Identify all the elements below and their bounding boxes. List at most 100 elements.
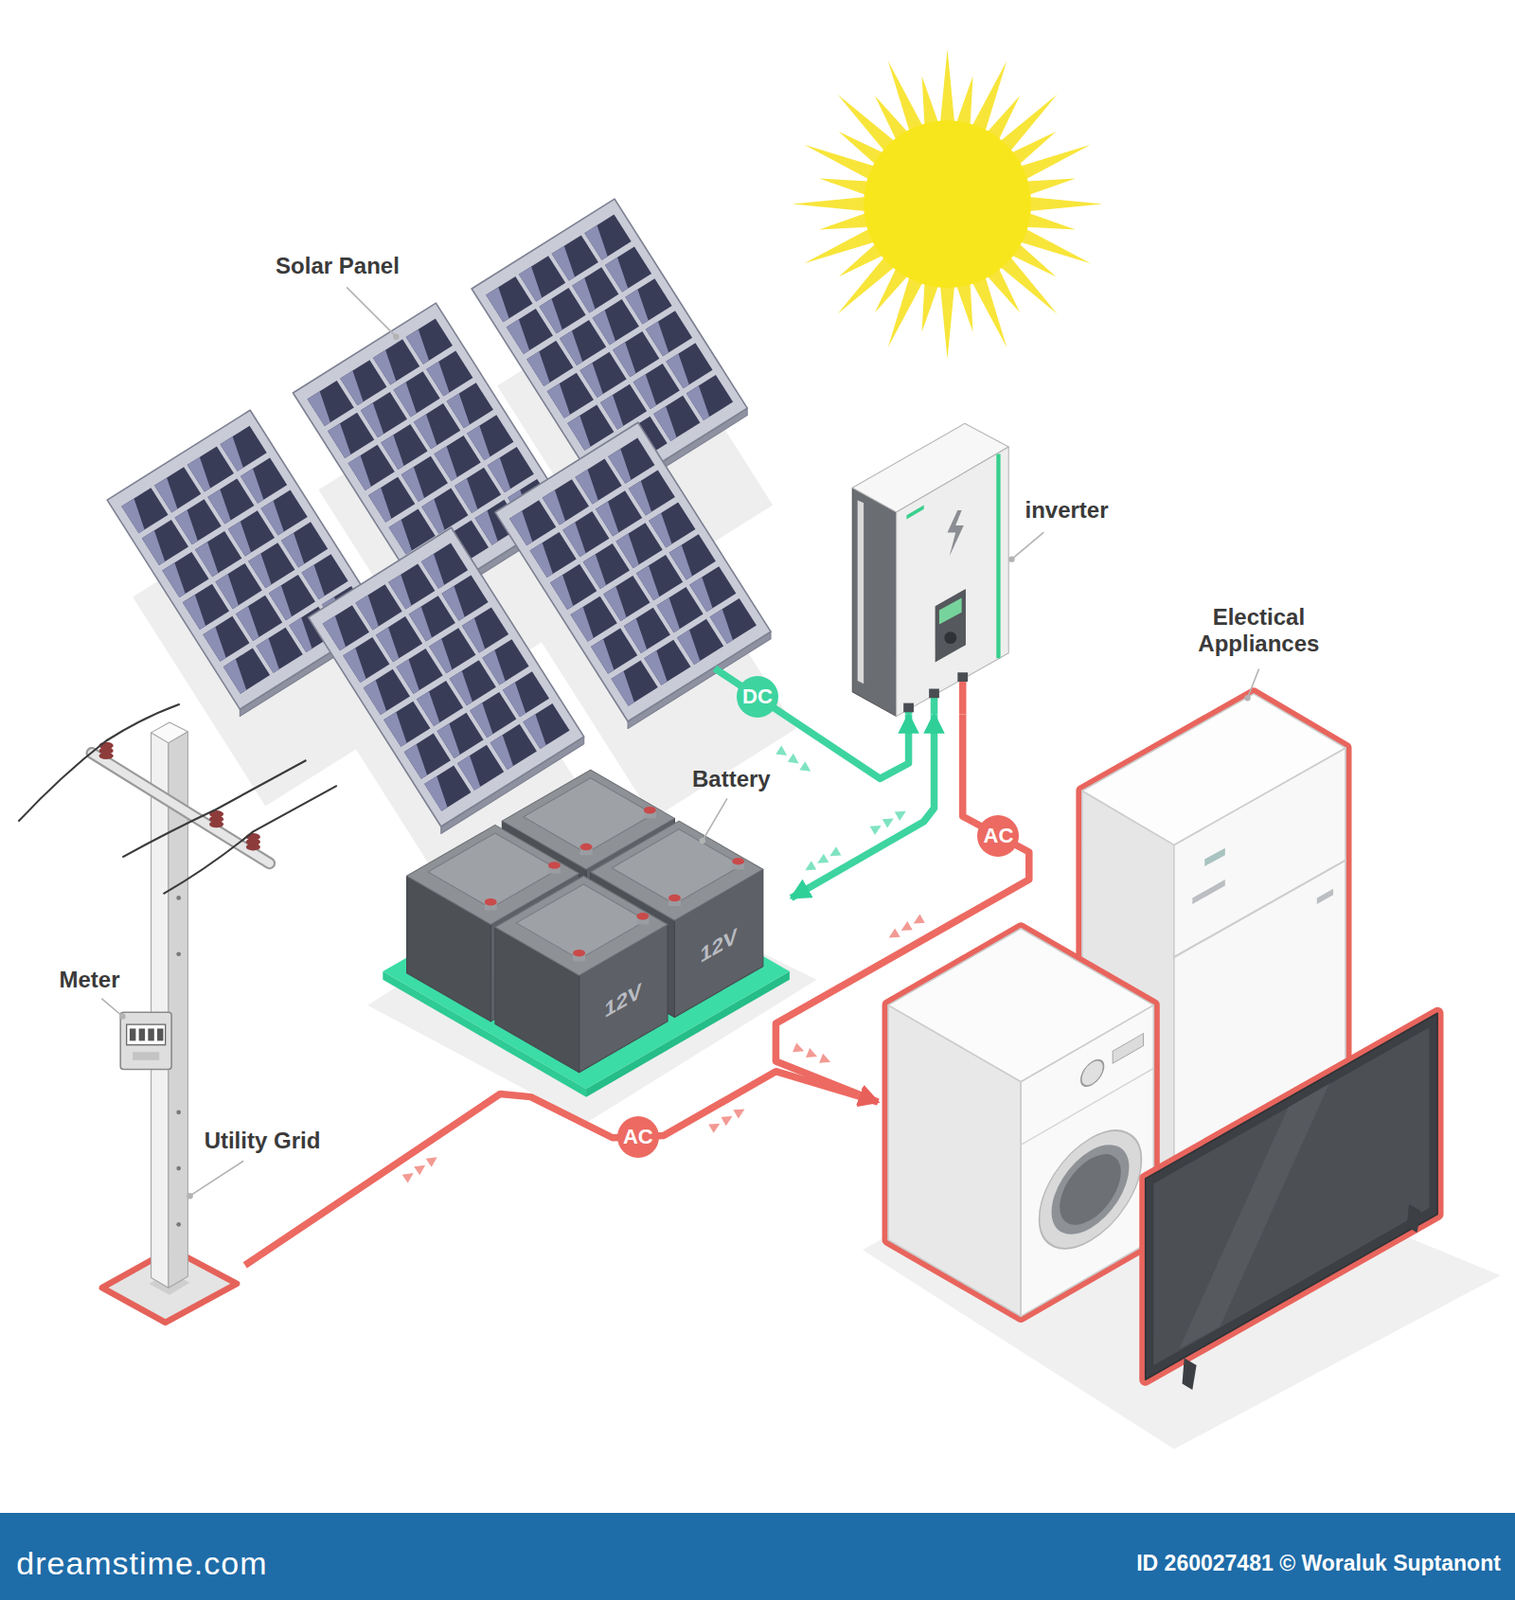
sun <box>940 281 956 359</box>
solar-panel-array <box>570 606 593 642</box>
solar-panel-array <box>424 776 447 812</box>
electric-meter <box>139 1028 145 1041</box>
sun <box>940 49 956 127</box>
solar-panel-array <box>592 310 616 346</box>
solar-panel-array <box>653 406 677 442</box>
component-label: Battery <box>692 766 771 793</box>
solar-panel-array <box>607 448 631 484</box>
solar-panel-array <box>223 659 247 695</box>
solar-panel-array <box>656 597 679 633</box>
solar-panel-array <box>240 468 264 504</box>
flow-chevrons <box>426 1157 438 1167</box>
appliance-group <box>1407 1204 1422 1233</box>
electric-meter <box>132 1051 160 1061</box>
utility-pole <box>91 752 270 863</box>
solar-panel-array <box>214 573 238 609</box>
leader-line <box>702 799 728 841</box>
utility-pole <box>17 704 179 822</box>
solar-panel-array <box>689 576 713 612</box>
power-wire <box>791 713 935 898</box>
solar-panel-array <box>368 487 392 523</box>
inverter-unit <box>852 423 1009 716</box>
utility-pole: Utility GridMeter <box>96 713 245 1327</box>
flow-chevrons <box>787 753 800 765</box>
flow-chevrons <box>870 825 882 836</box>
ground-shadow <box>497 296 773 596</box>
sun <box>1015 144 1091 182</box>
solar-panel-array <box>421 499 445 535</box>
current-type-badge: DC <box>736 676 779 718</box>
solar-panel-array <box>327 423 351 459</box>
flow-chevrons <box>775 745 787 756</box>
flow-chevrons <box>817 854 829 864</box>
appliance-group <box>1082 694 1346 846</box>
solar-panel-array <box>446 393 470 429</box>
sun <box>863 120 1032 288</box>
leader-line <box>1011 533 1043 560</box>
solar-panel-array <box>256 638 280 674</box>
flow-chevrons <box>829 846 841 856</box>
sun <box>803 226 879 264</box>
solar-panel-array <box>322 615 346 651</box>
electric-meter <box>120 1012 172 1070</box>
solar-panel-array <box>106 198 771 834</box>
inverter-unit <box>906 505 924 520</box>
solar-panel-array <box>600 394 624 430</box>
solar-panel-array <box>235 606 259 642</box>
solar-panel-array <box>281 533 304 569</box>
solar-panel-array <box>612 341 636 377</box>
battery-bank <box>572 949 586 958</box>
solar-panel-array <box>623 618 647 654</box>
solar-panel-array <box>643 650 667 686</box>
solar-panel-array <box>485 286 509 322</box>
solar-panel-array <box>669 545 693 581</box>
solar-panel-array <box>530 542 553 578</box>
solar-panel-array <box>547 383 571 419</box>
solar-panel-array <box>518 267 542 303</box>
solar-panel-array <box>154 478 178 514</box>
flow-chevrons <box>901 921 913 931</box>
solar-panel-array <box>633 374 657 410</box>
solar-panel-array <box>686 374 733 421</box>
inverter-unit <box>852 487 896 716</box>
appliance-group: Electical Appliances <box>877 923 1450 1378</box>
flow-chevrons <box>732 1109 745 1120</box>
solar-panel-array <box>610 671 634 707</box>
solar-panel-array <box>595 501 619 537</box>
battery-bank <box>580 843 593 852</box>
utility-pole <box>163 785 338 894</box>
utility-pole <box>122 760 306 857</box>
appliance-group <box>1145 1013 1438 1380</box>
flow-chevrons <box>819 1053 831 1064</box>
solar-panel-array <box>603 586 626 622</box>
battery-bank <box>484 898 498 907</box>
appliance-group <box>1204 848 1226 867</box>
flow-chevrons <box>708 1123 720 1134</box>
inverter-unit <box>939 598 963 625</box>
solar-panel-array <box>428 639 452 675</box>
current-type-badge: AC <box>977 815 1019 857</box>
solar-panel-array <box>552 246 575 282</box>
solar-panel-array <box>550 574 573 610</box>
solar-panel-array <box>375 627 399 663</box>
inverter-unit <box>896 446 1010 717</box>
solar-panel-array <box>466 426 490 462</box>
inverter-unit <box>957 672 968 682</box>
leader-line <box>1244 695 1250 701</box>
flow-chevrons <box>889 927 901 938</box>
component-label: Meter <box>59 966 121 994</box>
solar-panel-array <box>187 457 211 493</box>
appliance-group <box>1081 1055 1105 1091</box>
solar-panel-array <box>542 490 566 526</box>
electric-meter <box>157 1028 163 1041</box>
credit-text: ID 260027481 © Woraluk Suptanont <box>1136 1550 1501 1577</box>
battery-bank <box>495 875 668 976</box>
current-type-badge: AC <box>617 1116 660 1159</box>
solar-panel-array <box>436 723 460 759</box>
solar-panel-array <box>677 629 700 665</box>
appliance-group <box>1020 1026 1154 1281</box>
solar-panel-array <box>665 353 689 389</box>
leader-line <box>347 287 397 338</box>
leader-line <box>190 1161 244 1197</box>
